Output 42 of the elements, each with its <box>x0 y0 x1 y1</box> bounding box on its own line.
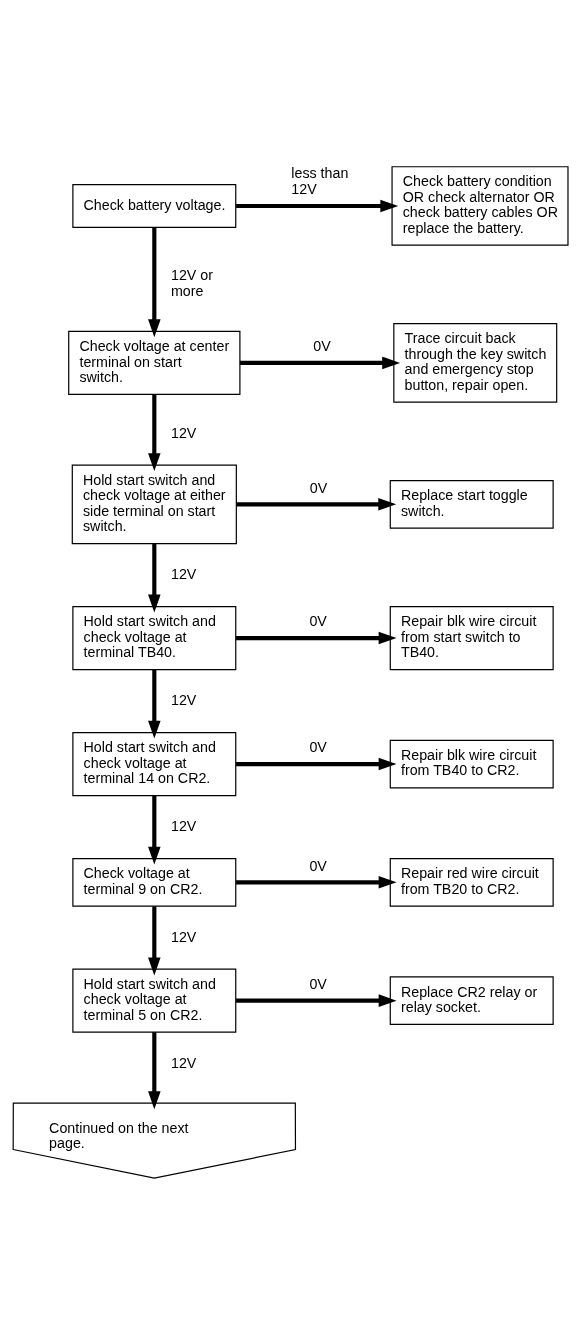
arrow <box>148 227 161 337</box>
edge-label: 0V <box>309 857 327 874</box>
node-box: Hold start switch and check voltage at terminal 5 on CR2. <box>72 968 237 1033</box>
arrow <box>148 1031 161 1109</box>
edge-label: less than 12V <box>291 164 349 197</box>
edge-label: 12V <box>170 1054 197 1071</box>
arrow <box>148 543 161 612</box>
arrow <box>239 356 401 369</box>
node-box: Check battery voltage. <box>72 183 237 228</box>
node-box: Repair red wire circuit from TB20 to CR2. <box>389 857 554 907</box>
arrow <box>236 631 397 644</box>
arrow <box>236 993 397 1007</box>
arrow <box>236 757 397 770</box>
edge-label: 0V <box>309 612 327 629</box>
arrow <box>236 199 399 212</box>
arrow <box>236 497 397 511</box>
edge-label: 12V or more <box>170 266 213 299</box>
node-box: Check battery condition OR check alternator OR check battery cables OR replace the battery. <box>391 165 569 246</box>
arrow <box>148 394 161 471</box>
edge-label: 12V <box>170 817 197 834</box>
edge-label: 12V <box>170 424 197 441</box>
edge-label: 0V <box>309 738 327 755</box>
node-box: Hold start switch and check voltage at either side terminal on start switch. <box>71 464 237 544</box>
node-box: Hold start switch and check voltage at terminal TB40. <box>72 605 237 670</box>
node-box: Check voltage at terminal 9 on CR2. <box>72 857 237 907</box>
node-box: Trace circuit back through the key switch and emergency stop button, repair open. <box>393 322 558 403</box>
node-box: Check voltage at center terminal on start switch. <box>68 330 241 395</box>
node-box: Replace CR2 relay or relay socket. <box>389 975 554 1025</box>
node-box: Hold start switch and check voltage at terminal 14 on CR2. <box>72 731 237 796</box>
arrow <box>236 875 397 889</box>
node-box: Repair blk wire circuit from TB40 to CR2. <box>389 739 554 788</box>
edge-label: 12V <box>170 691 197 708</box>
node-box: Replace start toggle switch. <box>389 479 554 529</box>
arrow <box>148 905 161 975</box>
edge-label: 0V <box>309 479 328 496</box>
node-box: Repair blk wire circuit from start switch to TB40. <box>389 605 554 670</box>
edge-label: 0V <box>313 337 331 354</box>
arrow <box>148 669 161 739</box>
edge-label: 0V <box>309 975 327 992</box>
edge-label: 12V <box>170 565 197 582</box>
arrow <box>148 795 161 865</box>
edge-label: 12V <box>170 928 197 945</box>
